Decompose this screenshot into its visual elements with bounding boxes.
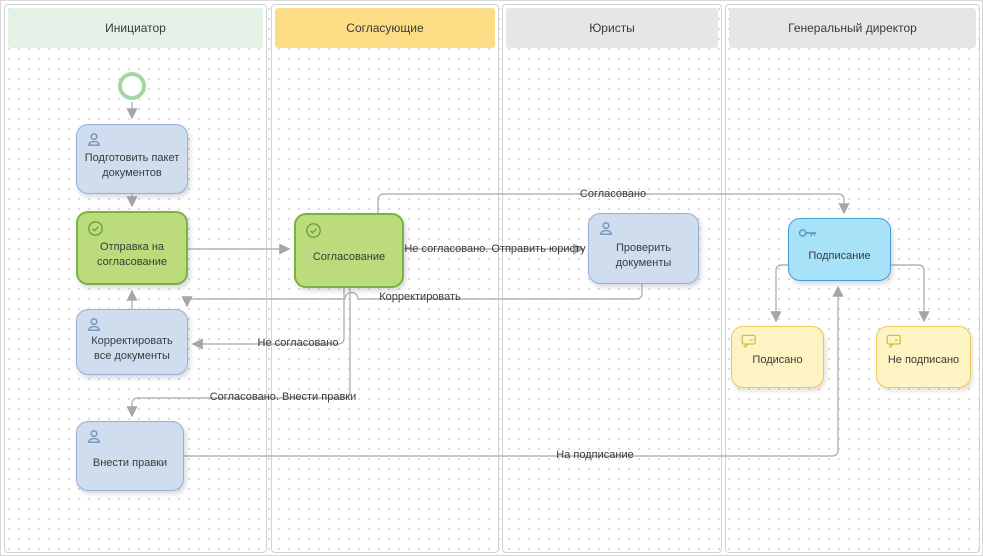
task-prepare-docs[interactable]: Подготовить пакет документов bbox=[76, 124, 188, 194]
task-label: Корректировать все документы bbox=[91, 335, 173, 362]
task-label: Проверить документы bbox=[615, 241, 672, 269]
comment-icon bbox=[886, 334, 901, 348]
person-icon bbox=[88, 133, 100, 146]
edge-label-not-approved[interactable]: Не согласовано bbox=[257, 337, 339, 349]
task-make-edits[interactable]: Внести правки bbox=[76, 421, 184, 491]
note-label: Подисано bbox=[752, 353, 803, 366]
lane-approvers: Согласующие bbox=[271, 4, 499, 553]
edge-approval-to-signing-approved[interactable] bbox=[377, 193, 850, 215]
person-icon bbox=[600, 222, 612, 235]
note-signed[interactable]: Подисано bbox=[731, 326, 824, 388]
edge-label-not-approved-to-lawyer[interactable]: Не согласовано. Отправить юристу bbox=[404, 243, 586, 255]
task-label: Согласование bbox=[312, 251, 386, 264]
note-label: Не подписано bbox=[887, 353, 960, 366]
lane-header-approvers[interactable]: Согласующие bbox=[275, 8, 495, 48]
task-signing[interactable]: Подписание bbox=[788, 218, 891, 281]
lane-header-initiator[interactable]: Инициатор bbox=[8, 8, 263, 48]
start-event[interactable] bbox=[118, 72, 146, 100]
edge-makeedits-to-signing[interactable] bbox=[184, 285, 844, 457]
person-icon bbox=[88, 430, 100, 443]
edge-label-correct[interactable]: Корректировать bbox=[379, 291, 461, 303]
note-not-signed[interactable]: Не подписано bbox=[876, 326, 971, 388]
edge-label-approved-make-edits[interactable]: Согласовано. Внести правки bbox=[209, 391, 357, 403]
lane-ceo: Генеральный директор bbox=[725, 4, 980, 553]
key-icon bbox=[798, 229, 816, 237]
task-send-for-approval[interactable]: Отправка на согласование bbox=[76, 211, 188, 285]
edge-checkdocs-to-correct[interactable] bbox=[181, 284, 643, 308]
check-circle-icon bbox=[306, 223, 321, 238]
comment-icon bbox=[741, 334, 756, 348]
edge-label-to-signing[interactable]: На подписание bbox=[556, 449, 634, 461]
edge-signing-to-notsigned[interactable] bbox=[891, 264, 930, 323]
person-icon bbox=[88, 318, 100, 331]
edge-approval-to-correct-notapproved[interactable] bbox=[191, 288, 345, 350]
task-label: Подписание bbox=[808, 250, 871, 263]
lane-header-lawyers[interactable]: Юристы bbox=[506, 8, 718, 48]
task-label: Подготовить пакет документов bbox=[84, 152, 180, 179]
edge-approval-to-makeedits[interactable] bbox=[126, 288, 351, 418]
check-circle-icon bbox=[88, 221, 103, 236]
task-label: Отправка на согласование bbox=[97, 241, 167, 268]
edge-label-approved[interactable]: Согласовано bbox=[579, 188, 647, 200]
task-correct-all[interactable]: Корректировать все документы bbox=[76, 309, 188, 375]
task-check-docs[interactable]: Проверить документы bbox=[588, 213, 699, 284]
lane-header-ceo[interactable]: Генеральный директор bbox=[729, 8, 976, 48]
lane-lawyers: Юристы bbox=[502, 4, 722, 553]
lane-initiator: Инициатор bbox=[4, 4, 267, 553]
edge-signing-to-signed[interactable] bbox=[770, 264, 788, 323]
task-approval[interactable]: Согласование bbox=[294, 213, 404, 288]
task-label: Внести правки bbox=[92, 456, 168, 469]
